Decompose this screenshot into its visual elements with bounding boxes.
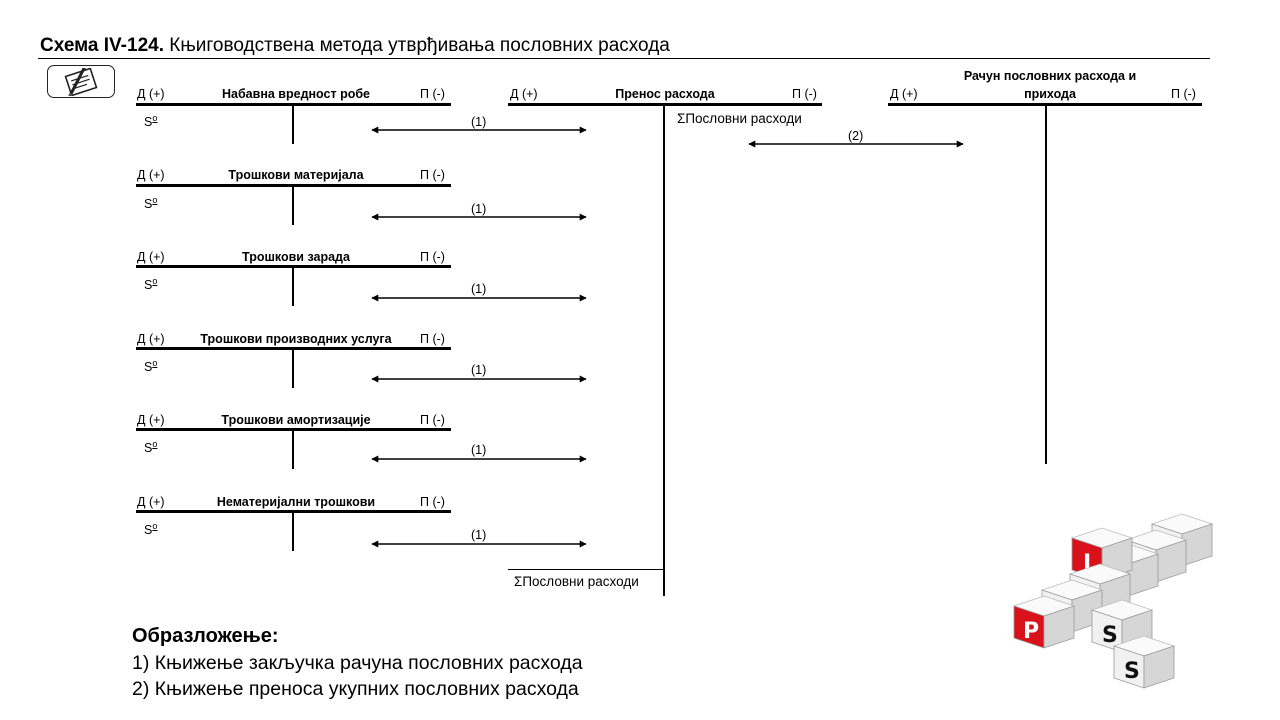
explanation-line-1: 1) Књижење закључка рачуна пословних рас…: [132, 652, 583, 674]
profit-loss-cubes-image: T I F L O R P S S: [1013, 513, 1213, 689]
opening-balance: Sо: [144, 113, 158, 130]
entry-number-1: (1): [471, 115, 487, 129]
t-account-divider: [663, 106, 665, 596]
t-account-line: [136, 103, 451, 106]
entry-number-1: (1): [471, 443, 487, 457]
opening-balance: Sо: [144, 195, 158, 212]
credit-label: П (-): [420, 495, 445, 509]
debit-label: Д (+): [137, 332, 165, 346]
account-name-wages: Трошкови зарада: [242, 250, 350, 264]
t-account-line: [136, 347, 451, 350]
debit-label: Д (+): [137, 413, 165, 427]
entry-number-1: (1): [471, 282, 487, 296]
scheme-title-text: Књиговодствена метода утврђивања пословн…: [169, 35, 670, 56]
t-account-divider: [292, 187, 294, 225]
credit-label: П (-): [420, 87, 445, 101]
explanation-line-2: 2) Књижење преноса укупних пословних рас…: [132, 678, 579, 700]
sum-operating-expenses-debit: ΣПословни расходи: [514, 574, 639, 589]
debit-label: Д (+): [137, 168, 165, 182]
opening-balance: Sо: [144, 358, 158, 375]
t-account-line: [136, 428, 451, 431]
t-account-line: [136, 265, 451, 268]
credit-label: П (-): [420, 332, 445, 346]
pencil-notepad-icon: [47, 65, 115, 98]
scheme-label: Схема IV-124.: [40, 35, 164, 56]
debit-label: Д (+): [510, 87, 538, 101]
total-line: [508, 569, 664, 570]
credit-label: П (-): [792, 87, 817, 101]
t-account-divider: [292, 513, 294, 551]
t-account-line: [136, 510, 451, 513]
entry-number-1: (1): [471, 202, 487, 216]
account-name-depreciation: Трошкови амортизације: [221, 413, 371, 427]
debit-label: Д (+): [890, 87, 918, 101]
sum-operating-expenses-credit: ΣПословни расходи: [677, 111, 802, 126]
credit-label: П (-): [420, 413, 445, 427]
scheme-title: Схема IV-124. Књиговодствена метода утвр…: [40, 35, 670, 57]
opening-balance: Sо: [144, 276, 158, 293]
t-account-line: [508, 103, 822, 106]
t-account-divider: [292, 106, 294, 144]
credit-label: П (-): [420, 250, 445, 264]
t-account-divider: [292, 268, 294, 306]
credit-label: П (-): [420, 168, 445, 182]
account-name-result-line2: прихода: [1024, 87, 1076, 101]
explanation-title: Образложење:: [132, 625, 279, 647]
entry-number-2: (2): [848, 129, 864, 143]
title-divider: [38, 58, 1210, 59]
t-account-divider: [292, 350, 294, 388]
account-name-expense-transfer: Пренос расхода: [615, 87, 715, 101]
account-name-materials: Трошкови материјала: [228, 168, 364, 182]
account-name-production-services: Трошкови производних услуга: [200, 332, 392, 346]
t-account-line: [888, 103, 1202, 106]
account-name-goods-cost: Набавна вредност робе: [221, 87, 371, 101]
t-account-line: [136, 184, 451, 187]
credit-label: П (-): [1171, 87, 1196, 101]
account-name-intangible-costs: Нематеријални трошкови: [216, 495, 376, 509]
debit-label: Д (+): [137, 495, 165, 509]
entry-number-1: (1): [471, 363, 487, 377]
debit-label: Д (+): [137, 87, 165, 101]
opening-balance: Sо: [144, 521, 158, 538]
debit-label: Д (+): [137, 250, 165, 264]
svg-text:S: S: [1102, 623, 1118, 648]
t-account-divider: [292, 431, 294, 469]
svg-text:S: S: [1124, 659, 1140, 684]
entry-number-1: (1): [471, 528, 487, 542]
opening-balance: Sо: [144, 439, 158, 456]
t-account-divider: [1045, 106, 1047, 464]
account-name-result-line1: Рачун пословних расхода и: [963, 69, 1137, 83]
svg-text:P: P: [1023, 619, 1039, 644]
